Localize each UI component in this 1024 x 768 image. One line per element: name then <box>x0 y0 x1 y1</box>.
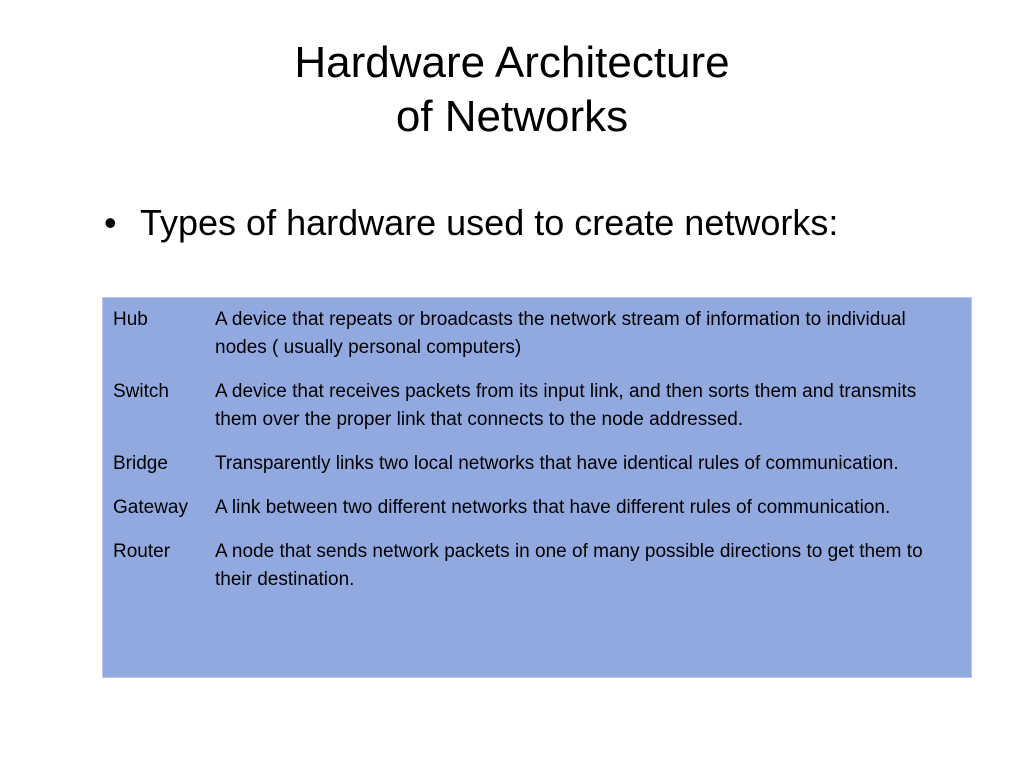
slide-title: Hardware Architecture of Networks <box>0 36 1024 144</box>
bullet-point: • Types of hardware used to create networ… <box>104 200 838 246</box>
definition-cell: Transparently links two local networks t… <box>215 453 899 474</box>
term-cell: Gateway <box>113 497 188 518</box>
table-row-hub: Hub A device that repeats or broadcasts … <box>113 306 961 362</box>
hardware-definitions-table: Hub A device that repeats or broadcasts … <box>102 297 972 678</box>
table-row-router: Router A node that sends network packets… <box>113 538 961 594</box>
definition-cell: A device that repeats or broadcasts the … <box>215 309 906 358</box>
definition-cell: A link between two different networks th… <box>215 497 891 518</box>
term-cell: Switch <box>113 381 169 402</box>
table-row-bridge: Bridge Transparently links two local net… <box>113 450 961 478</box>
bullet-text: Types of hardware used to create network… <box>140 202 839 243</box>
table-row-switch: Switch A device that receives packets fr… <box>113 378 961 434</box>
definition-cell: A node that sends network packets in one… <box>215 541 923 590</box>
definition-cell: A device that receives packets from its … <box>215 381 917 430</box>
term-cell: Router <box>113 541 171 562</box>
table-row-gateway: Gateway A link between two different net… <box>113 494 961 522</box>
term-cell: Bridge <box>113 453 168 474</box>
slide-title-line-1: Hardware Architecture <box>294 38 730 87</box>
term-cell: Hub <box>113 309 148 330</box>
slide-title-line-2: of Networks <box>395 92 629 141</box>
bullet-icon: • <box>104 202 117 243</box>
